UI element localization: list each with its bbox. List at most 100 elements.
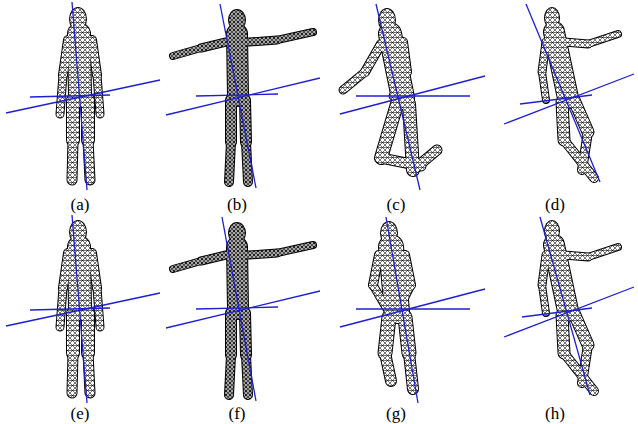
limb-outline bbox=[201, 255, 226, 261]
limb-mesh bbox=[226, 313, 236, 355]
limb-outline bbox=[72, 353, 73, 393]
limb-mesh bbox=[373, 285, 387, 309]
limb-outline bbox=[564, 42, 588, 44]
head-mesh bbox=[229, 223, 245, 243]
limb-outline bbox=[229, 355, 231, 395]
limb-mesh bbox=[173, 48, 201, 56]
principal-axis bbox=[520, 95, 592, 104]
limb-mesh bbox=[554, 28, 555, 34]
human-mesh bbox=[6, 215, 160, 403]
principal-axis bbox=[30, 95, 110, 97]
limb-outline bbox=[542, 255, 546, 285]
limb-mesh bbox=[574, 100, 588, 132]
limb-mesh bbox=[173, 261, 201, 269]
limb-mesh bbox=[234, 243, 241, 249]
limb-outline bbox=[588, 34, 618, 44]
principal-axis bbox=[522, 308, 592, 317]
limb-mesh bbox=[226, 100, 236, 142]
limb-outline bbox=[63, 40, 68, 75]
principal-axis bbox=[504, 74, 634, 124]
principal-axis bbox=[166, 291, 320, 328]
limb-mesh bbox=[249, 253, 277, 255]
panel-label: (h) bbox=[545, 405, 565, 422]
head-mesh bbox=[229, 10, 245, 30]
limb-mesh bbox=[246, 355, 248, 395]
limb-outline bbox=[554, 241, 555, 247]
limb-mesh bbox=[82, 313, 94, 353]
limb-outline bbox=[233, 243, 242, 249]
principal-axis bbox=[526, 4, 600, 182]
principal-axis bbox=[30, 308, 110, 310]
limb-outline bbox=[173, 48, 201, 56]
limb-outline bbox=[60, 75, 63, 114]
limb-outline bbox=[88, 353, 90, 393]
limb-mesh bbox=[405, 255, 411, 285]
limb-mesh bbox=[385, 317, 389, 353]
principal-axis bbox=[340, 289, 485, 327]
human-mesh bbox=[504, 4, 634, 182]
limb-outline bbox=[237, 34, 238, 96]
human-mesh bbox=[340, 217, 485, 403]
limb-mesh bbox=[542, 285, 546, 313]
limb-outline bbox=[225, 100, 237, 142]
limb-mesh bbox=[67, 313, 79, 353]
limb-outline bbox=[173, 261, 201, 269]
limb-mesh bbox=[564, 255, 588, 257]
limb-mesh bbox=[97, 288, 100, 327]
human-mesh bbox=[504, 217, 634, 395]
principal-axis bbox=[376, 4, 420, 190]
limb-outline bbox=[277, 32, 313, 40]
panel-label: (f) bbox=[229, 405, 246, 422]
limb-outline bbox=[66, 313, 80, 353]
principal-axis bbox=[504, 287, 634, 337]
limb-mesh bbox=[92, 253, 97, 288]
limb-mesh bbox=[554, 241, 555, 247]
panel-label: (g) bbox=[386, 405, 406, 422]
panel-label: (e) bbox=[71, 405, 90, 422]
limb-mesh bbox=[277, 245, 313, 253]
principal-axis bbox=[222, 217, 256, 401]
panel-label: (c) bbox=[387, 196, 406, 213]
limb-mesh bbox=[92, 40, 97, 75]
limb-outline bbox=[574, 313, 588, 345]
limb-mesh bbox=[574, 313, 588, 345]
principal-axis bbox=[356, 95, 470, 96]
limb-mesh bbox=[201, 255, 226, 261]
limb-mesh bbox=[88, 140, 90, 180]
limb-mesh bbox=[588, 34, 618, 44]
limb-mesh bbox=[562, 102, 564, 140]
principal-axis bbox=[540, 217, 590, 395]
limb-outline bbox=[562, 102, 564, 140]
principal-axis bbox=[220, 4, 256, 188]
limb-outline bbox=[74, 30, 84, 36]
limb-outline bbox=[74, 243, 84, 249]
limb-outline bbox=[365, 44, 381, 72]
limb-outline bbox=[277, 245, 313, 253]
limb-mesh bbox=[229, 355, 231, 395]
limb-mesh bbox=[365, 44, 381, 72]
limb-mesh bbox=[277, 32, 313, 40]
limb-outline bbox=[385, 317, 389, 353]
limb-outline bbox=[403, 42, 407, 72]
limb-mesh bbox=[60, 288, 63, 327]
limb-mesh bbox=[390, 30, 391, 36]
principal-axis bbox=[6, 293, 160, 326]
limb-outline bbox=[97, 288, 100, 327]
principal-axis bbox=[356, 308, 470, 309]
limb-outline bbox=[92, 253, 97, 288]
limb-mesh bbox=[60, 75, 63, 114]
principal-axis bbox=[6, 80, 160, 113]
limb-outline bbox=[564, 255, 588, 257]
principal-axis bbox=[166, 78, 320, 115]
limb-outline bbox=[588, 247, 618, 257]
limb-outline bbox=[97, 75, 100, 114]
limb-outline bbox=[249, 253, 277, 255]
limb-outline bbox=[373, 255, 379, 285]
limb-mesh bbox=[413, 150, 437, 170]
limb-mesh bbox=[381, 104, 397, 158]
limb-mesh bbox=[542, 255, 546, 285]
human-mesh bbox=[166, 4, 320, 188]
limb-mesh bbox=[63, 40, 68, 75]
limb-mesh bbox=[75, 30, 83, 36]
